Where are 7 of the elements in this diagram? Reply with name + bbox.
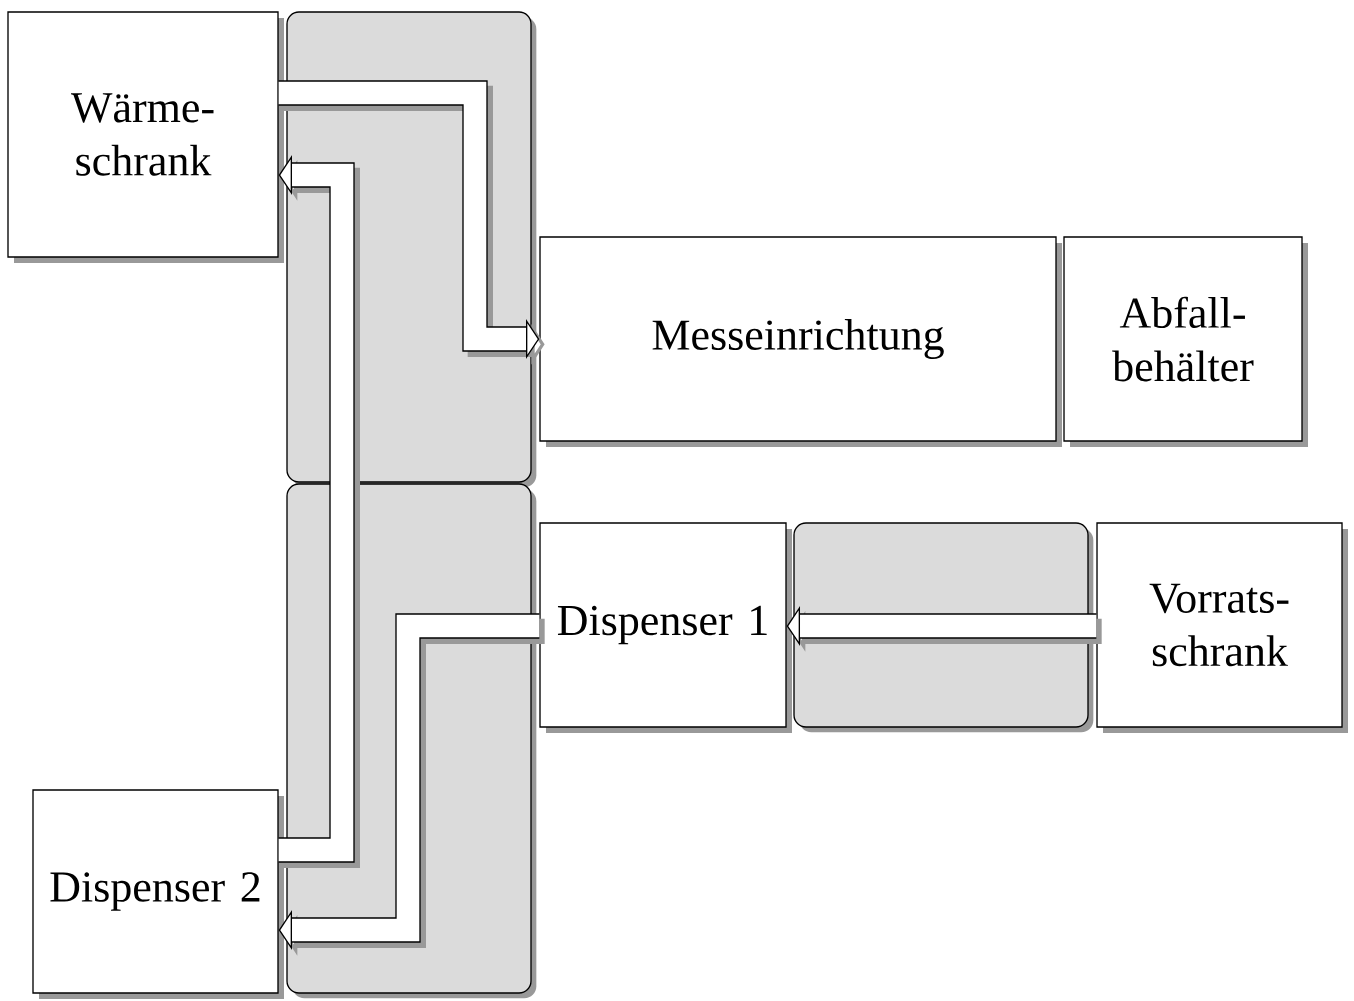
station-box: Messeinrichtung	[539, 236, 1062, 447]
station-box: Wärme- schrank	[7, 11, 284, 263]
station-box: Dispenser 2	[32, 789, 284, 999]
station-box: Dispenser 1	[539, 522, 792, 733]
flow-arrow	[278, 613, 545, 956]
station-box: Vorrats- schrank	[1096, 522, 1348, 733]
station-box: Abfall- behälter	[1063, 236, 1308, 447]
